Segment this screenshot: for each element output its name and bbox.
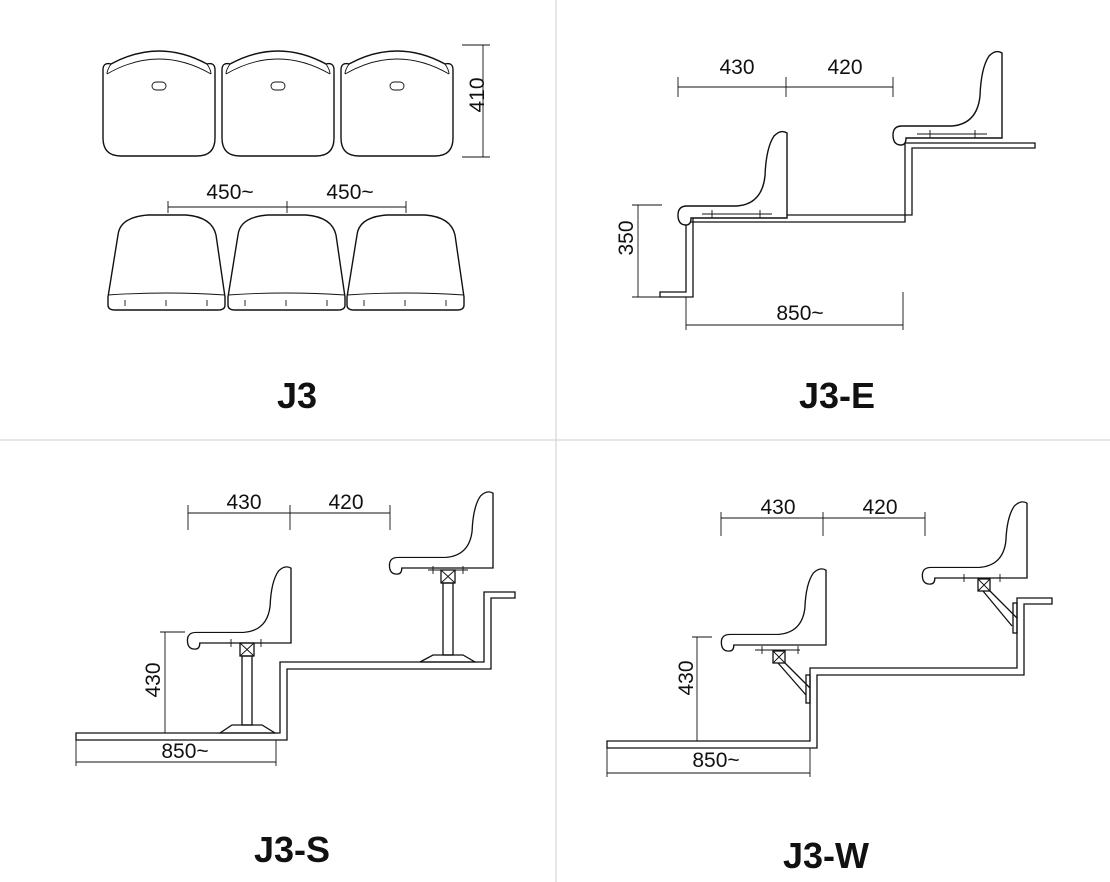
svg-text:350: 350 (615, 220, 638, 255)
dimension-850: 850~ (75, 740, 277, 766)
seat-upper (921, 501, 1028, 585)
seat-upper (892, 50, 1003, 146)
svg-text:410: 410 (466, 77, 489, 112)
svg-text:430: 430 (226, 491, 261, 514)
seat-upper (388, 491, 494, 575)
seat-lower (677, 130, 788, 226)
svg-text:430: 430 (675, 660, 698, 695)
svg-text:430: 430 (760, 496, 795, 519)
panel-title: J3-S (254, 829, 330, 870)
panel-title: J3-W (783, 835, 869, 876)
svg-text:850~: 850~ (776, 302, 823, 325)
panel-title: J3 (277, 375, 317, 416)
dimension-850: 850~ (685, 292, 904, 330)
dimension-350: 350 (615, 204, 662, 298)
stepped-floor (606, 597, 1053, 749)
svg-text:450~: 450~ (326, 181, 373, 204)
dimension-450: 450~ 450~ (167, 181, 407, 213)
dimension-top: 430 420 (187, 491, 391, 530)
svg-text:850~: 850~ (161, 740, 208, 763)
dimension-top: 430 420 (677, 56, 894, 97)
wall-bracket-lower (755, 646, 811, 704)
seat-back-front-views (102, 50, 454, 157)
dimension-430-height: 430 (675, 636, 712, 741)
wall-bracket-upper (958, 574, 1018, 634)
stepped-floor (659, 142, 1036, 298)
dimension-410: 410 (462, 44, 490, 158)
seat-lower (186, 566, 292, 650)
dimension-850: 850~ (606, 748, 811, 777)
panel-j3-e: 430 420 350 850~ J3-E (615, 50, 1036, 416)
svg-text:430: 430 (719, 56, 754, 79)
svg-text:450~: 450~ (206, 181, 253, 204)
dimension-430-height: 430 (142, 631, 185, 733)
dimension-top: 430 420 (720, 496, 926, 536)
seat-lower (720, 568, 827, 652)
pedestal-lower (217, 639, 278, 734)
panel-title: J3-E (799, 375, 875, 416)
panel-j3: 410 450~ 450~ J3 (102, 44, 490, 416)
panel-j3-w: 430 420 430 850~ J3-W (606, 496, 1053, 876)
stepped-floor (75, 591, 516, 741)
pedestal-upper (419, 566, 478, 663)
svg-text:420: 420 (862, 496, 897, 519)
svg-text:420: 420 (827, 56, 862, 79)
svg-text:850~: 850~ (692, 749, 739, 772)
svg-text:420: 420 (328, 491, 363, 514)
svg-text:430: 430 (142, 662, 165, 697)
panel-j3-s: 430 420 430 850~ J3-S (75, 491, 516, 870)
seat-top-views (107, 214, 465, 311)
